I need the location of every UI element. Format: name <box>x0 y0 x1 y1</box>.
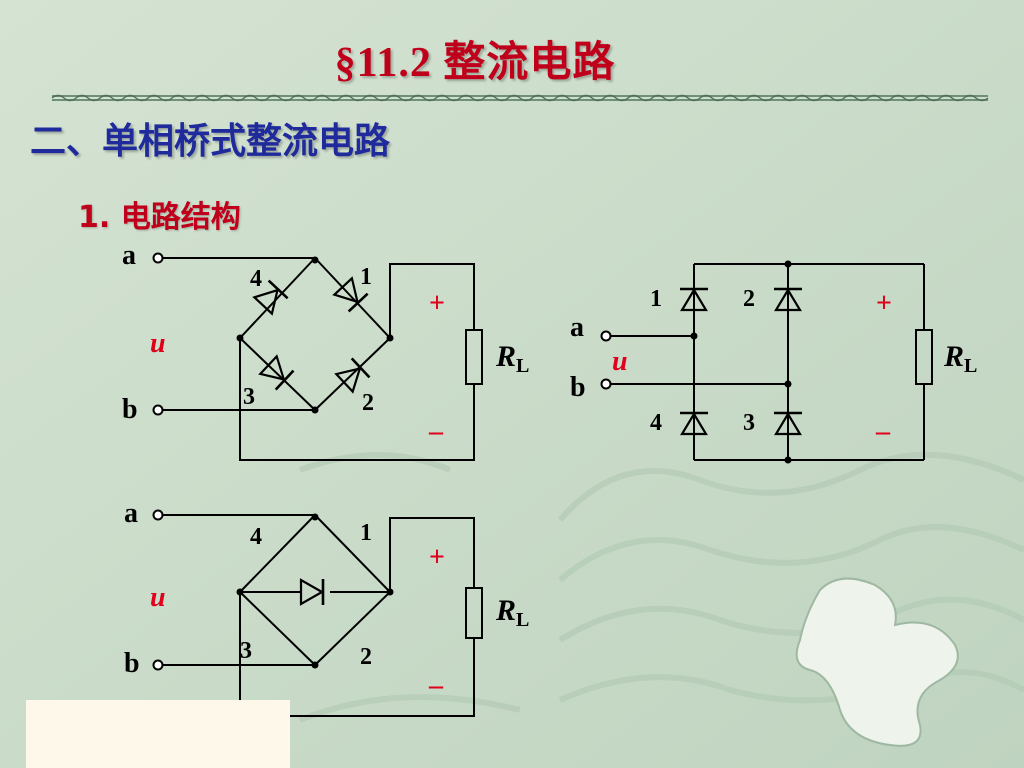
label-b: b <box>122 394 138 425</box>
bridge-diagram-simplified <box>160 514 483 717</box>
label-diode-3: 3 <box>243 384 255 410</box>
terminal-a-1 <box>152 252 164 264</box>
label-diode-1: 1 <box>360 520 372 546</box>
label-a: a <box>124 498 138 529</box>
label-u: u <box>612 346 628 377</box>
slide-title: §11.2 整流电路 <box>334 40 616 86</box>
label-plus: + <box>429 542 445 573</box>
decorative-divider <box>51 94 989 102</box>
bridge-diagram-rectangular <box>608 263 933 461</box>
label-u: u <box>150 582 166 613</box>
terminal-b-1 <box>152 404 164 416</box>
label-diode-2: 2 <box>743 286 755 312</box>
label-load-r: RL <box>495 594 529 631</box>
label-diode-4: 4 <box>250 266 262 292</box>
label-load-r: RL <box>943 340 977 377</box>
blank-note-box <box>26 700 290 768</box>
label-u: u <box>150 328 166 359</box>
label-diode-1: 1 <box>650 286 662 312</box>
label-minus: – <box>428 670 444 701</box>
junction-dots-1 <box>236 256 394 414</box>
label-diode-1: 1 <box>360 264 372 290</box>
label-plus: + <box>876 288 892 319</box>
terminal-a-2 <box>600 330 612 342</box>
diode-symbol-simplified <box>299 577 325 607</box>
label-diode-2: 2 <box>360 644 372 670</box>
label-diode-2: 2 <box>362 390 374 416</box>
subsection-heading: 1. 电路结构 <box>78 200 241 235</box>
terminal-a-3 <box>152 509 164 521</box>
label-diode-4: 4 <box>250 524 262 550</box>
junction-dots-2 <box>690 260 792 464</box>
label-diode-4: 4 <box>650 410 662 436</box>
terminal-b-3 <box>152 659 164 671</box>
label-b: b <box>124 648 140 679</box>
label-load-r: RL <box>495 340 529 377</box>
label-plus: + <box>429 288 445 319</box>
label-a: a <box>122 240 136 271</box>
label-diode-3: 3 <box>240 638 252 664</box>
label-minus: – <box>428 416 444 447</box>
junction-dots-3 <box>236 513 394 669</box>
dragon-ornament <box>795 577 959 747</box>
label-b: b <box>570 372 586 403</box>
label-minus: – <box>875 416 891 447</box>
label-diode-3: 3 <box>743 410 755 436</box>
section-heading: 二、单相桥式整流电路 <box>30 121 391 162</box>
label-a: a <box>570 312 584 343</box>
terminal-b-2 <box>600 378 612 390</box>
bridge-diagram-diamond <box>160 257 483 461</box>
